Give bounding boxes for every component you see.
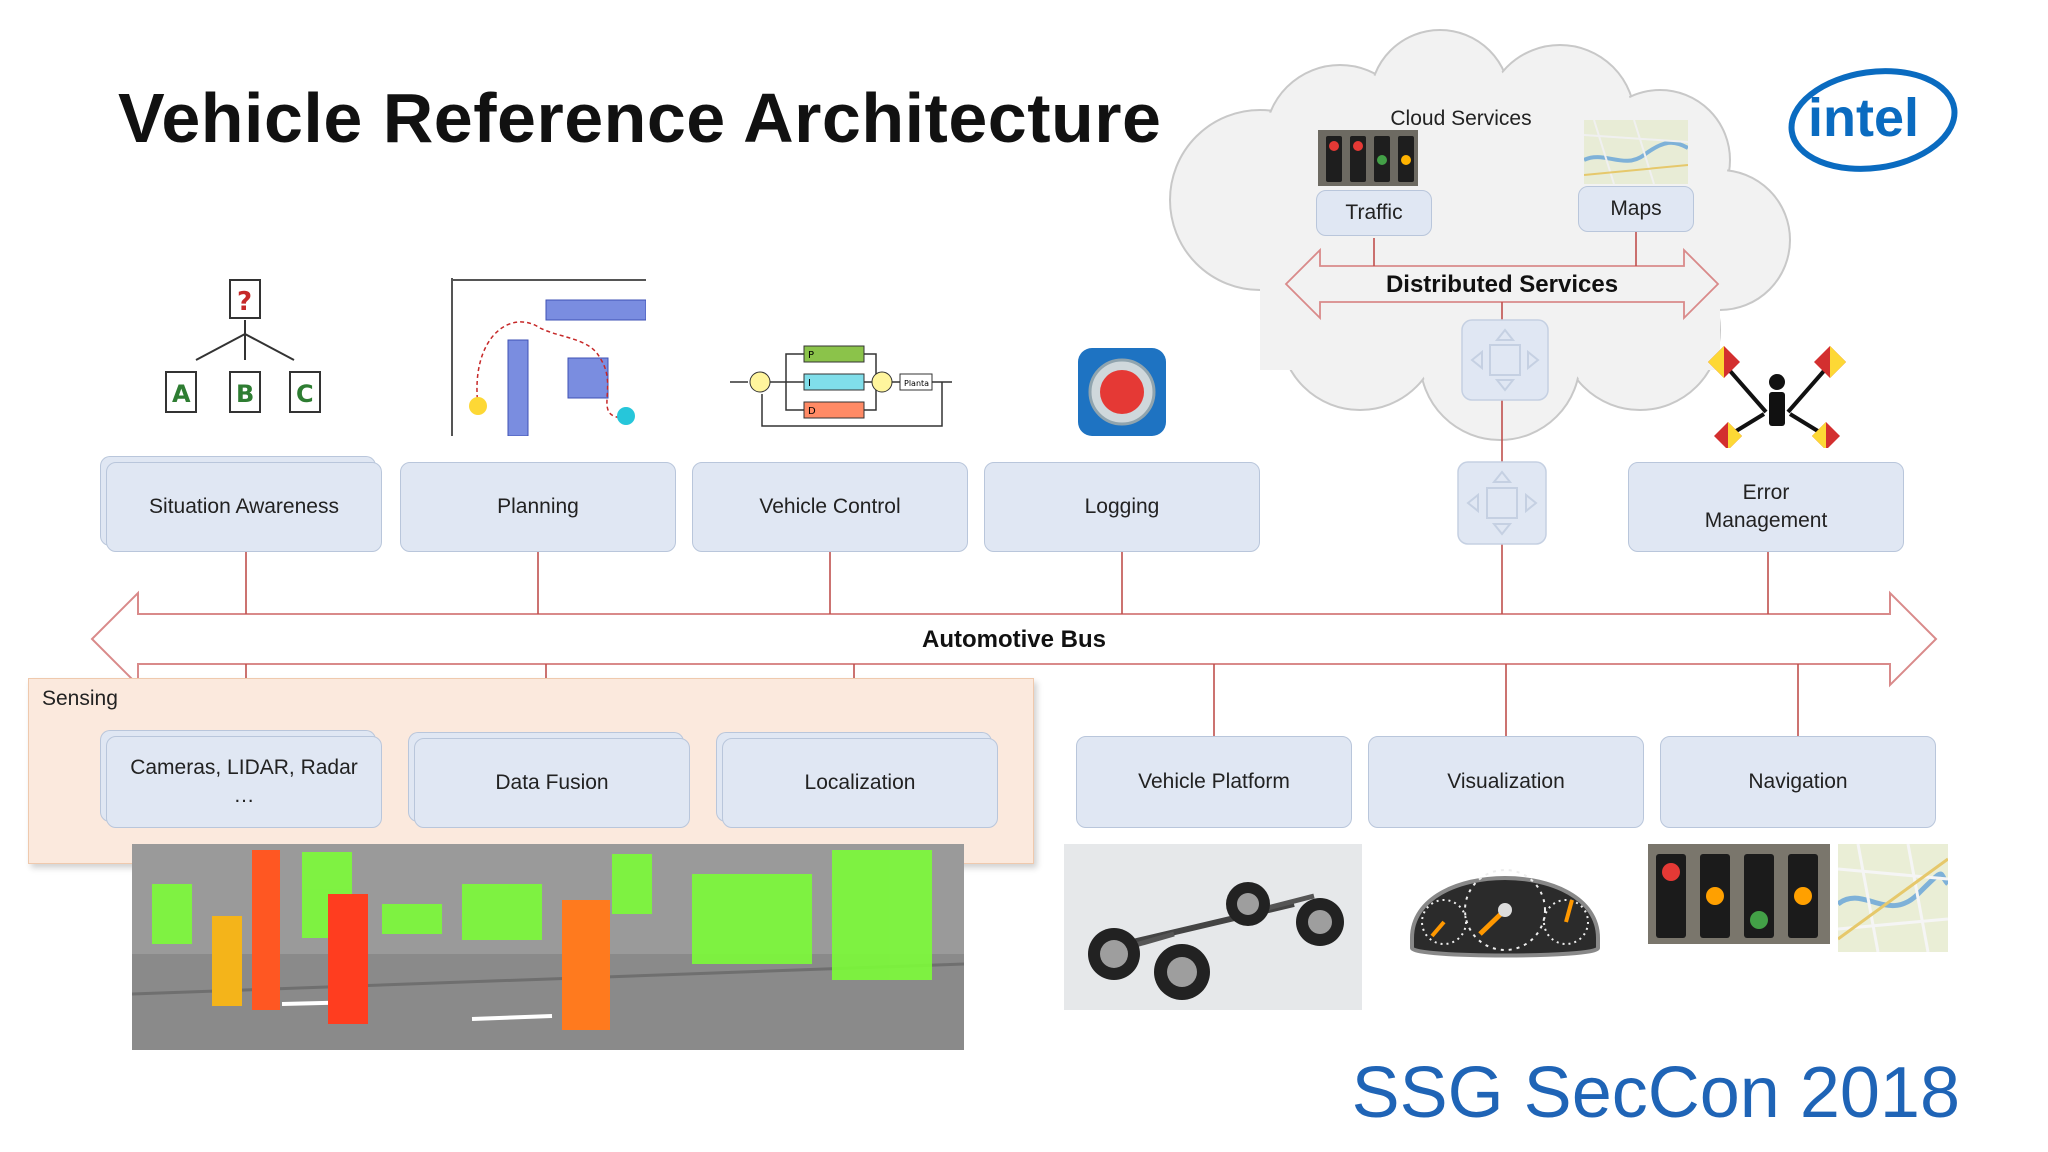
- decision-tree-icon: ? A B C: [156, 276, 336, 426]
- component-situation-awareness[interactable]: Situation Awareness: [106, 462, 382, 552]
- svg-text:?: ?: [237, 287, 252, 317]
- distributed-services-arrow: [1284, 247, 1720, 321]
- component-situation-awareness-label: Situation Awareness: [149, 495, 339, 518]
- traffic-lights-image-large: [1648, 844, 1830, 944]
- dashboard-gauge-image: [1402, 838, 1608, 964]
- pid-control-icon: P I D Planta: [726, 340, 956, 434]
- component-vehicle-control-label: Vehicle Control: [759, 495, 901, 518]
- path-planning-icon: [450, 278, 646, 436]
- top-connectors: [245, 544, 1769, 614]
- component-cameras-lidar-radar-label: Cameras, LIDAR, Radar: [130, 756, 358, 779]
- component-data-fusion-label: Data Fusion: [495, 771, 609, 794]
- cloud-service-traffic-label: Traffic: [1345, 201, 1403, 224]
- component-visualization[interactable]: Visualization: [1368, 736, 1644, 828]
- footer-conference-label: SSG SecCon 2018: [1351, 1053, 1960, 1133]
- component-data-fusion[interactable]: Data Fusion: [414, 738, 690, 828]
- lidar-street-image: [132, 844, 964, 1050]
- automotive-bus-label: Automotive Bus: [921, 626, 1106, 653]
- component-logging-label: Logging: [1084, 495, 1160, 518]
- cloud-connectors: [1373, 232, 1637, 462]
- cloud-service-traffic[interactable]: Traffic: [1316, 190, 1432, 236]
- component-planning-label: Planning: [497, 495, 579, 518]
- record-button-icon: [1078, 348, 1166, 436]
- distributed-services-label: Distributed Services: [1385, 271, 1619, 298]
- intel-logo: intel: [1786, 64, 1960, 176]
- component-vehicle-control[interactable]: Vehicle Control: [692, 462, 968, 552]
- map-image-small: [1584, 120, 1688, 184]
- map-image-large: [1838, 844, 1948, 952]
- component-cameras-lidar-radar[interactable]: Cameras, LIDAR, Radar …: [106, 736, 382, 828]
- automotive-bus-arrow: [90, 590, 1938, 688]
- semaphore-flags-icon: [1706, 344, 1848, 448]
- component-navigation-label: Navigation: [1748, 770, 1848, 793]
- component-planning[interactable]: Planning: [400, 462, 676, 552]
- svg-text:Planta: Planta: [904, 379, 929, 388]
- cloud-service-maps[interactable]: Maps: [1578, 186, 1694, 232]
- component-error-management[interactable]: Error Management: [1628, 462, 1904, 552]
- cloud-services-label: Cloud Services: [1390, 107, 1532, 130]
- component-cameras-lidar-radar-more: …: [233, 784, 255, 807]
- svg-text:D: D: [808, 406, 816, 417]
- component-error-management-label: Error Management: [1704, 481, 1828, 532]
- svg-text:intel: intel: [1808, 88, 1919, 148]
- component-navigation[interactable]: Navigation: [1660, 736, 1936, 828]
- svg-text:B: B: [236, 380, 254, 408]
- svg-text:A: A: [172, 380, 191, 408]
- sensing-label: Sensing: [42, 687, 118, 710]
- component-vehicle-platform[interactable]: Vehicle Platform: [1076, 736, 1352, 828]
- component-logging[interactable]: Logging: [984, 462, 1260, 552]
- svg-text:I: I: [808, 378, 811, 389]
- traffic-lights-image: [1318, 130, 1418, 186]
- component-localization[interactable]: Localization: [722, 738, 998, 828]
- vehicle-chassis-image: [1064, 844, 1362, 1010]
- component-visualization-label: Visualization: [1447, 770, 1565, 793]
- svg-text:C: C: [296, 380, 314, 408]
- svg-text:P: P: [808, 350, 814, 361]
- distributed-node-lower: [1457, 461, 1547, 545]
- cloud-service-maps-label: Maps: [1610, 197, 1662, 220]
- page-title: Vehicle Reference Architecture: [118, 79, 1162, 157]
- component-localization-label: Localization: [804, 771, 916, 794]
- component-vehicle-platform-label: Vehicle Platform: [1138, 770, 1290, 793]
- distributed-node-upper: [1461, 319, 1549, 401]
